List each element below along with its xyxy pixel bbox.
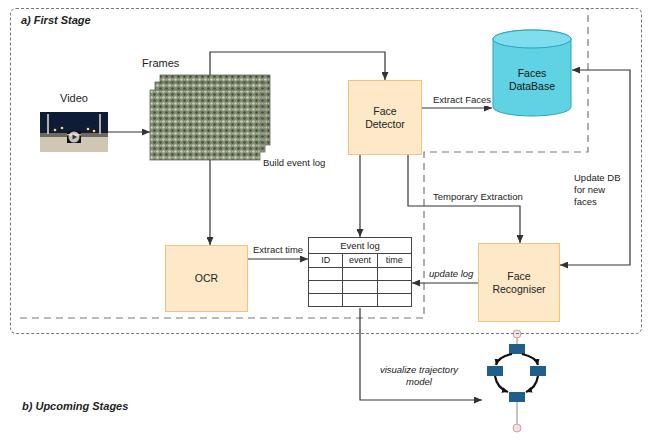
stage-region: a) First StageVideoFramesFace DetectorFa… — [10, 8, 642, 334]
input-heading: Video — [40, 91, 108, 105]
table-cell — [343, 281, 377, 293]
video-input: Video — [40, 112, 108, 152]
database-cylinder: Faces DataBase — [492, 30, 572, 116]
process-box: Face Detector — [348, 80, 422, 155]
process-label: Face Recogniser — [483, 270, 555, 296]
process-box: Face Recogniser — [478, 243, 560, 322]
table-cell — [309, 281, 343, 293]
flow-arrow — [108, 131, 150, 132]
database-label: Faces DataBase — [501, 67, 563, 93]
table-row — [309, 294, 411, 306]
edge-label: update log — [428, 268, 474, 280]
visualize-arrow — [360, 308, 482, 400]
table-header-cell: time — [378, 254, 411, 267]
stage-title: a) First Stage — [21, 14, 91, 26]
flow-arrow — [412, 282, 478, 283]
table-cell — [309, 268, 343, 280]
table-header-cell: event — [343, 254, 377, 267]
process-label: OCR — [195, 272, 218, 285]
event-log-table: Event logIDeventtime — [308, 237, 412, 307]
process-label: Face Detector — [353, 105, 417, 131]
table-cell — [343, 268, 377, 280]
edge-label: Update DB for new faces — [573, 172, 629, 208]
table-title: Event log — [309, 238, 411, 254]
table-row — [309, 281, 411, 294]
arrow-label: visualize trajectory model — [366, 364, 472, 388]
frames-input: Frames — [150, 75, 270, 160]
table-cell — [378, 294, 411, 306]
flow-arrow — [210, 52, 385, 80]
flow-arrow — [359, 155, 360, 237]
input-heading: Frames — [142, 56, 262, 70]
table-header-cell: ID — [309, 254, 343, 267]
flow-arrow — [209, 160, 210, 245]
table-row — [309, 268, 411, 281]
edge-label: Temporary Extraction — [432, 191, 524, 203]
table-cell — [378, 281, 411, 293]
process-box: OCR — [165, 245, 248, 312]
edge-label: Extract time — [252, 244, 304, 256]
process-model — [487, 330, 546, 432]
table-cell — [309, 294, 343, 306]
table-cell — [343, 294, 377, 306]
frames-stack — [150, 75, 270, 160]
flow-arrow — [248, 258, 308, 259]
flow-arrow — [422, 107, 492, 108]
edge-label: Build event log — [262, 157, 326, 169]
table-header-row: IDeventtime — [309, 254, 411, 268]
edge-label: Extract Faces — [432, 94, 492, 106]
table-cell — [378, 268, 411, 280]
video-thumbnail — [40, 112, 108, 152]
stage-title: b) Upcoming Stages — [22, 400, 128, 412]
